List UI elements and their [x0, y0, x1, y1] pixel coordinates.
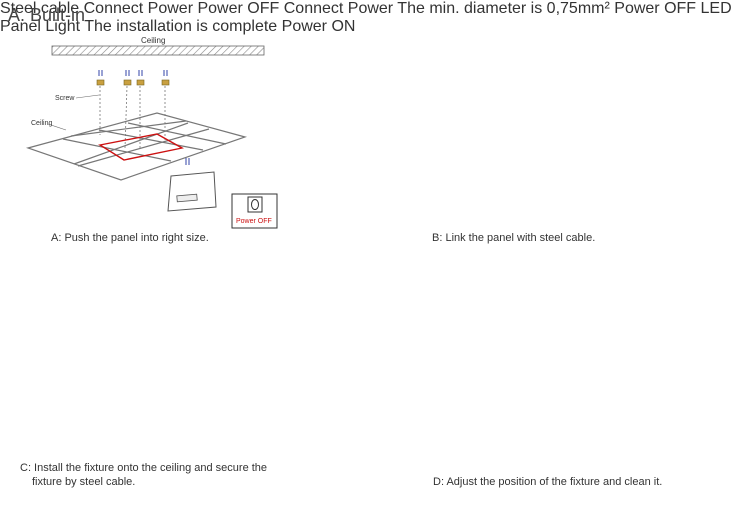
caption-c-line1: C: Install the fixture onto the ceiling … — [20, 462, 268, 474]
ceiling-label-a: Ceiling — [141, 36, 165, 45]
connect-label-c: Connect — [283, 0, 344, 17]
power-label-c: Power — [347, 0, 394, 17]
caption-c-line2: fixture by steel cable. — [32, 476, 136, 488]
installation-complete-text: The installation is complete — [84, 18, 278, 35]
steel-cable-label-b: Steel cable — [0, 0, 80, 17]
diameter-note: The min. diameter is 0,75mm² — [397, 0, 610, 17]
power-off-badge-c: Power OFF — [614, 0, 700, 17]
power-on-text-d: Power ON — [281, 18, 356, 35]
ceiling-side-label: Ceiling — [31, 120, 53, 127]
power-label-b: Power — [147, 0, 194, 17]
caption-b: B: Link the panel with steel cable. — [432, 232, 596, 244]
power-off-badge-a: Power OFF — [231, 193, 278, 229]
step-b-diagram: Steel cable Connect Power Power OFF — [0, 0, 284, 17]
led-panel-piece — [167, 158, 217, 212]
power-off-text-b: Power OFF — [197, 0, 280, 17]
step-c-diagram: Connect Power The min. diameter is 0,75m… — [284, 0, 701, 17]
screw-label: Screw — [55, 95, 75, 102]
ceiling-hatch-b: Steel cable Connect Power Power OFF — [0, 0, 284, 17]
step-d-diagram: LED Panel Light The installation is comp… — [0, 0, 732, 35]
ceiling-grid-a — [25, 112, 248, 181]
panel-edge-c: The min. diameter is 0,75mm² Power OFF — [397, 0, 700, 17]
led-panel-red-d: LED Panel Light The installation is comp… — [0, 0, 732, 35]
panel-opening-red — [98, 133, 184, 161]
connect-label-b: Connect — [83, 0, 144, 17]
section-title: A. Built-in — [8, 5, 86, 25]
step-a-diagram: Ceiling Screw Ceiling — [25, 36, 278, 229]
power-off-text-a: Power OFF — [236, 218, 272, 225]
led-panel-light-label: LED Panel Light — [0, 0, 732, 35]
screw-arrows — [98, 70, 168, 76]
ceiling-hatch-d: LED Panel Light The installation is comp… — [0, 0, 732, 35]
ceiling-hatch-c: Connect Power The min. diameter is 0,75m… — [284, 0, 701, 17]
power-on-badge-d: Power ON — [282, 18, 356, 35]
power-off-text-c: Power OFF — [614, 0, 697, 17]
driver-box-c: The min. diameter is 0,75mm² Power OFF — [397, 0, 700, 17]
caption-d: D: Adjust the position of the fixture an… — [433, 476, 663, 488]
caption-a: A: Push the panel into right size. — [51, 232, 209, 244]
ceiling-hatch-a — [51, 45, 265, 56]
screw-icons — [96, 79, 170, 86]
panel-edge-b: Power OFF — [197, 0, 283, 17]
power-off-badge-b: Power OFF — [197, 0, 283, 17]
driver-box-b: Power OFF — [197, 0, 283, 17]
